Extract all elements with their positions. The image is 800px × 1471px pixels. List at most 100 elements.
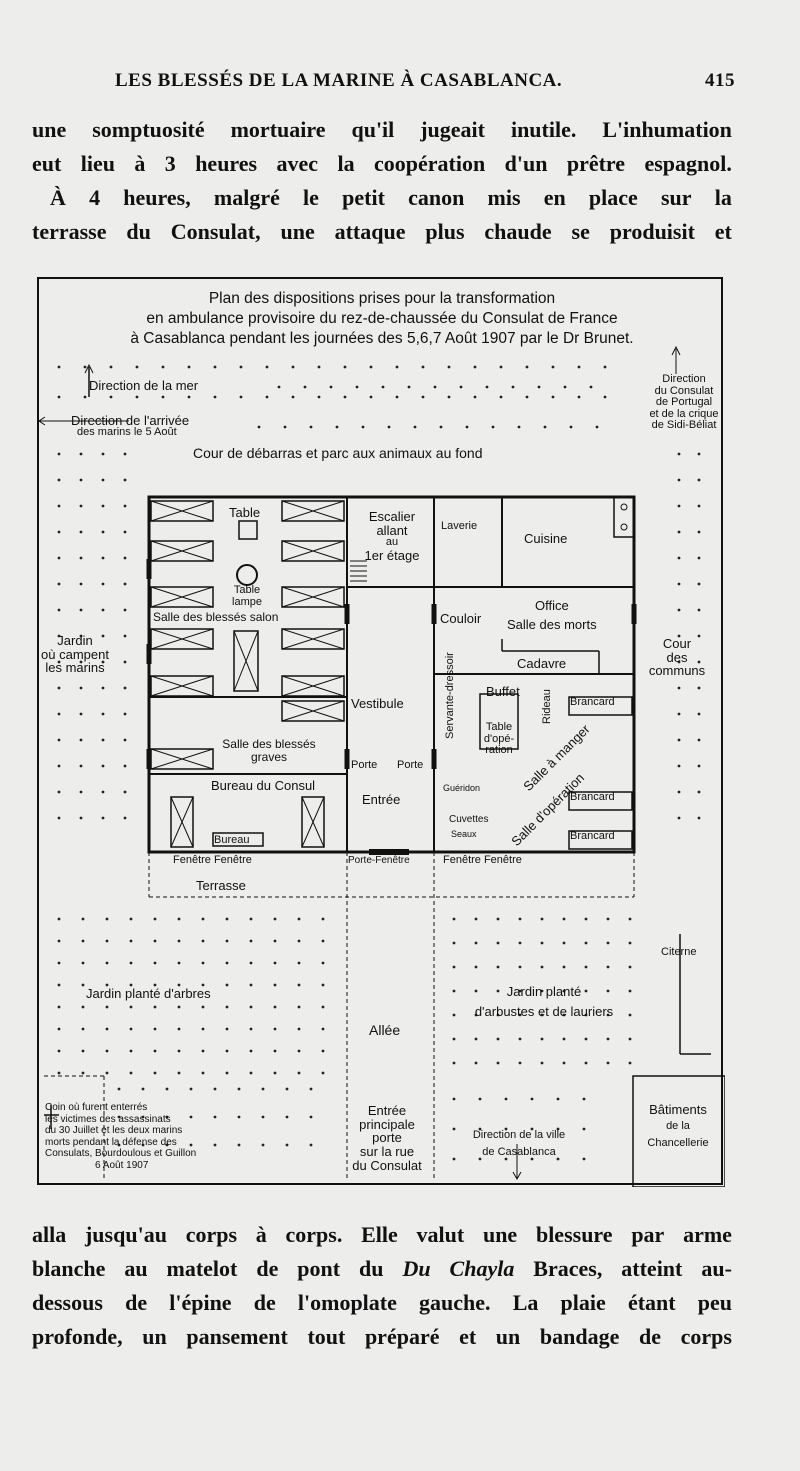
label-laverie: Laverie bbox=[441, 520, 478, 532]
word: mis bbox=[487, 185, 521, 210]
label-line: du Consulat bbox=[352, 1157, 422, 1173]
garden-dot bbox=[518, 1037, 522, 1041]
garden-dot bbox=[551, 365, 555, 369]
garden-dot bbox=[606, 917, 610, 921]
garden-dot bbox=[123, 530, 127, 534]
garden-dot bbox=[123, 634, 127, 638]
word: arme bbox=[683, 1222, 732, 1247]
label-direction-arrivee: Direction de l'arrivée bbox=[71, 413, 190, 428]
word: sur bbox=[660, 185, 692, 210]
garden-dot bbox=[57, 608, 61, 612]
burner bbox=[620, 503, 628, 511]
garden-dot bbox=[101, 504, 105, 508]
word: produisit bbox=[609, 219, 695, 244]
garden-dot bbox=[57, 939, 61, 943]
garden-dot bbox=[225, 1027, 229, 1031]
garden-dot bbox=[189, 1115, 193, 1119]
bed bbox=[281, 500, 345, 522]
garden-dot bbox=[79, 556, 83, 560]
label-direction-ville: Direction de la ville de Casablanca bbox=[449, 1129, 589, 1158]
garden-dot bbox=[697, 530, 701, 534]
garden-dot bbox=[273, 939, 277, 943]
word: peu bbox=[697, 1290, 732, 1315]
label-brancard: Brancard bbox=[570, 791, 615, 803]
garden-dot bbox=[473, 395, 477, 399]
label-line: Salle des blessés bbox=[222, 737, 316, 751]
garden-dot bbox=[257, 425, 261, 429]
bed bbox=[150, 675, 214, 697]
garden-dot bbox=[563, 385, 567, 389]
garden-dot bbox=[265, 365, 269, 369]
word: canon bbox=[408, 185, 465, 210]
bed-cross bbox=[150, 628, 214, 650]
garden-dot bbox=[57, 961, 61, 965]
stretcher bbox=[568, 830, 633, 850]
garden-dot bbox=[433, 385, 437, 389]
label-table: Table bbox=[229, 505, 261, 520]
garden-dot bbox=[273, 1071, 277, 1075]
page-number: 415 bbox=[705, 70, 735, 91]
garden-dot bbox=[283, 425, 287, 429]
label-line: morts pendant la défense des bbox=[45, 1136, 177, 1148]
garden-dot bbox=[129, 939, 133, 943]
garden-dot bbox=[239, 365, 243, 369]
word: heures, bbox=[123, 185, 191, 210]
garden-dot bbox=[628, 1013, 632, 1017]
word: se bbox=[571, 219, 590, 244]
garden-dot bbox=[123, 712, 127, 716]
garden-dot bbox=[291, 395, 295, 399]
garden-dot bbox=[187, 365, 191, 369]
garden-dot bbox=[81, 1027, 85, 1031]
label-brancard: Brancard bbox=[570, 696, 615, 708]
garden-dot bbox=[249, 1071, 253, 1075]
garden-dot bbox=[452, 1157, 456, 1161]
bed-cross bbox=[281, 700, 345, 722]
garden-dot bbox=[117, 1115, 121, 1119]
garden-dot bbox=[297, 1071, 301, 1075]
word: atteint bbox=[621, 1256, 683, 1281]
word: en bbox=[543, 185, 566, 210]
label-line: principale bbox=[359, 1116, 415, 1132]
garden-dot bbox=[474, 1013, 478, 1017]
garden-dot bbox=[81, 1049, 85, 1053]
garden-dot bbox=[101, 712, 105, 716]
garden-dot bbox=[589, 385, 593, 389]
garden-dot bbox=[677, 660, 681, 664]
garden-dot bbox=[407, 385, 411, 389]
word: corps bbox=[680, 1324, 732, 1349]
garden-dot bbox=[291, 365, 295, 369]
label-line: Cour bbox=[662, 636, 692, 651]
garden-dot bbox=[677, 816, 681, 820]
label-fenetre-right: Fenêtre Fenêtre bbox=[443, 854, 522, 866]
garden-dot bbox=[577, 365, 581, 369]
word: Elle bbox=[361, 1222, 398, 1247]
word: eut bbox=[32, 151, 62, 176]
garden-dot bbox=[189, 1087, 193, 1091]
word: une bbox=[280, 219, 315, 244]
garden-dot bbox=[556, 1097, 560, 1101]
garden-dot bbox=[123, 738, 127, 742]
garden-dot bbox=[518, 965, 522, 969]
garden-dot bbox=[474, 941, 478, 945]
garden-dot bbox=[317, 395, 321, 399]
garden-dot bbox=[421, 365, 425, 369]
operating-table bbox=[479, 693, 519, 750]
garden-dot bbox=[261, 1087, 265, 1091]
garden-dot bbox=[321, 1027, 325, 1031]
garden-dot bbox=[584, 917, 588, 921]
label-line: communs bbox=[648, 663, 706, 679]
garden-dot bbox=[556, 1157, 560, 1161]
garden-dot bbox=[123, 452, 127, 456]
garden-dot bbox=[135, 365, 139, 369]
garden-dot bbox=[83, 365, 87, 369]
bed-cross bbox=[150, 675, 214, 697]
garden-dot bbox=[496, 1061, 500, 1065]
garden-dot bbox=[101, 660, 105, 664]
word: plus bbox=[425, 219, 465, 244]
word: mortuaire bbox=[230, 117, 326, 142]
word: avec bbox=[276, 151, 319, 176]
garden-dot bbox=[530, 1127, 534, 1131]
garden-dot bbox=[273, 1049, 277, 1053]
